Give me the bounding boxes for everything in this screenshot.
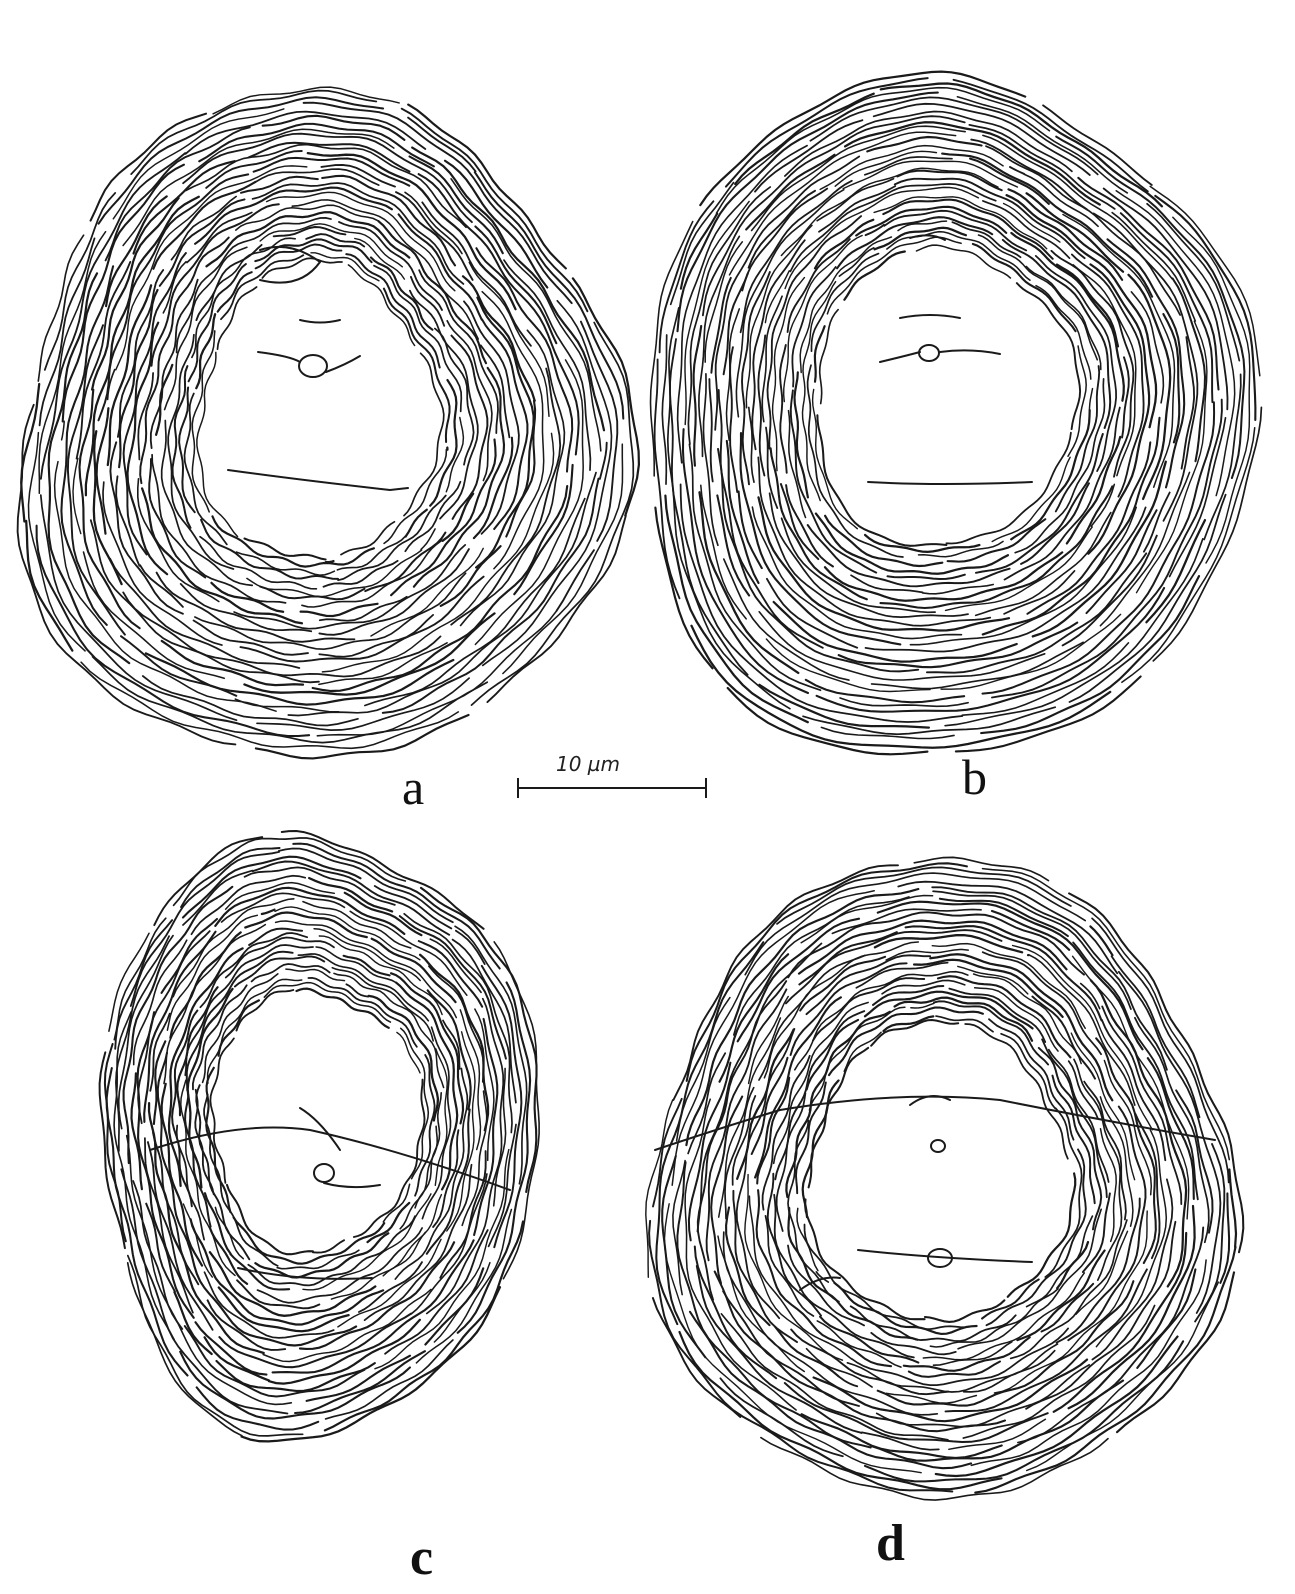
panel-c-cross-section [100, 831, 539, 1441]
scale-bar [518, 778, 706, 798]
panel-d-cross-section [646, 857, 1244, 1500]
panel-a-cross-section [18, 87, 639, 758]
panel-label-c: c [410, 1532, 433, 1584]
panel-label-a: a [402, 762, 424, 812]
panel-label-d: d [876, 1518, 905, 1570]
panel-b-cross-section [651, 72, 1262, 755]
panel-label-b: b [962, 752, 987, 802]
scale-bar-label: 10 µm [556, 752, 620, 776]
